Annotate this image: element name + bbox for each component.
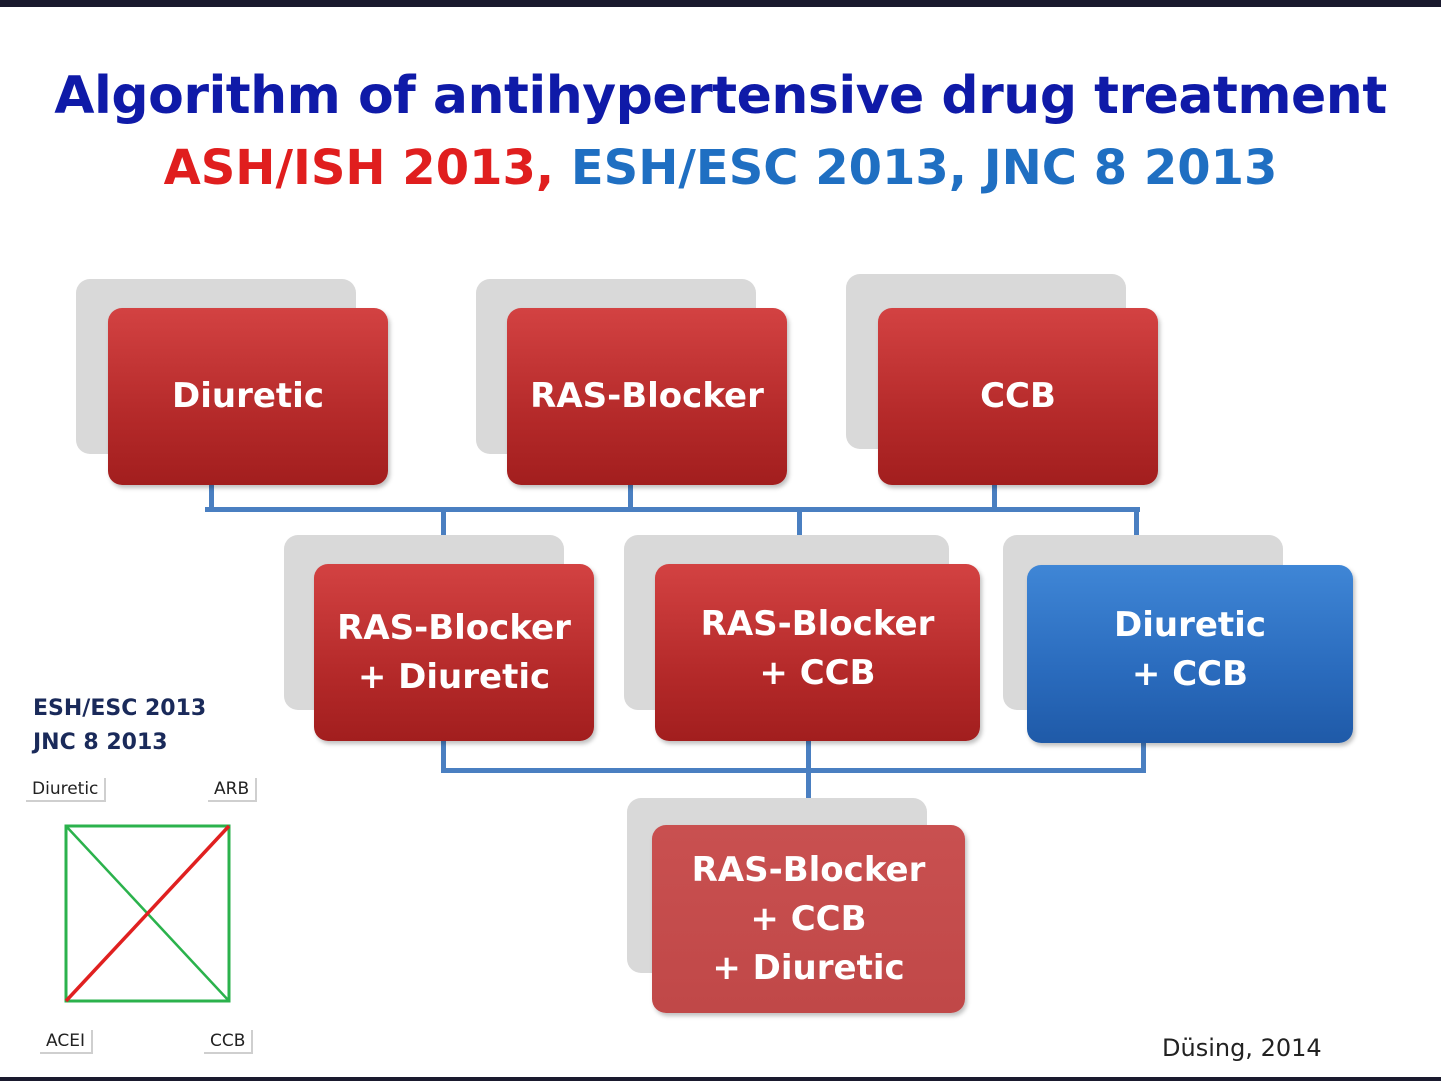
top-border — [0, 0, 1441, 7]
slide-title: Algorithm of antihypertensive drug treat… — [0, 66, 1441, 126]
ras-blocker-diuretic-box: RAS-Blocker + Diuretic — [314, 564, 594, 741]
connector-line — [205, 507, 1140, 512]
connector-line — [209, 485, 214, 509]
combination-diagram — [60, 820, 240, 1010]
box-line: RAS-Blocker — [337, 604, 571, 653]
legend-heading-jnc: JNC 8 2013 — [33, 730, 168, 755]
connector-line — [1134, 507, 1139, 537]
connector-line — [628, 485, 633, 509]
connector-line — [441, 507, 446, 537]
box-line: + CCB — [1114, 650, 1266, 699]
box-line: + Diuretic — [692, 944, 926, 993]
legend-tag-arb: ARB — [208, 778, 257, 802]
triple-combination-box: RAS-Blocker + CCB + Diuretic — [652, 825, 965, 1013]
source-credit: Düsing, 2014 — [1162, 1034, 1322, 1062]
diuretic-label: Diuretic — [172, 372, 324, 421]
ras-blocker-box: RAS-Blocker — [507, 308, 787, 485]
diuretic-ccb-box: Diuretic + CCB — [1027, 565, 1353, 743]
legend-tag-ccb: CCB — [204, 1030, 253, 1054]
ccb-label: CCB — [980, 372, 1056, 421]
box-line: + CCB — [692, 895, 926, 944]
box-line: RAS-Blocker — [701, 600, 935, 649]
connector-line — [441, 768, 1146, 773]
subtitle-esh-jnc: ESH/ESC 2013, JNC 8 2013 — [571, 140, 1278, 196]
legend-tag-diuretic: Diuretic — [26, 778, 106, 802]
legend-tag-acei: ACEI — [40, 1030, 93, 1054]
legend-heading-esh: ESH/ESC 2013 — [33, 696, 206, 721]
bottom-border — [0, 1077, 1441, 1081]
ras-blocker-label: RAS-Blocker — [530, 372, 764, 421]
box-line: + CCB — [701, 649, 935, 698]
box-line: Diuretic — [1114, 601, 1266, 650]
diuretic-box: Diuretic — [108, 308, 388, 485]
box-line: + Diuretic — [337, 653, 571, 702]
connector-line — [992, 485, 997, 509]
connector-line — [797, 507, 802, 537]
ras-blocker-ccb-box: RAS-Blocker + CCB — [655, 564, 980, 741]
ccb-box: CCB — [878, 308, 1158, 485]
slide-subtitle: ASH/ISH 2013, ESH/ESC 2013, JNC 8 2013 — [0, 140, 1441, 196]
box-line: RAS-Blocker — [692, 846, 926, 895]
subtitle-ash-ish: ASH/ISH 2013, — [164, 140, 555, 196]
